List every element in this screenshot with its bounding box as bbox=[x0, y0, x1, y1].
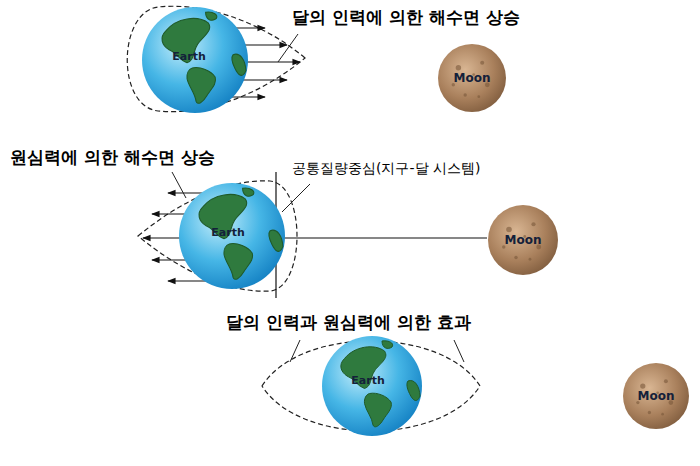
leader-line bbox=[290, 340, 300, 362]
moon-label: Moon bbox=[638, 389, 675, 403]
panel-caption: 원심력에 의한 해수면 상승 bbox=[10, 146, 215, 169]
ocean-disc bbox=[179, 183, 285, 289]
continent bbox=[232, 54, 246, 75]
earth-globe: Earth bbox=[322, 336, 422, 436]
crater bbox=[664, 379, 668, 383]
continent bbox=[199, 194, 247, 238]
crater bbox=[456, 65, 461, 70]
moon-disc bbox=[488, 205, 558, 275]
continent bbox=[206, 12, 217, 20]
moon-label: Moon bbox=[454, 71, 491, 85]
crater bbox=[506, 227, 512, 233]
continent bbox=[269, 230, 283, 251]
crater bbox=[529, 258, 532, 261]
moon-body: Moon bbox=[623, 363, 689, 429]
crater bbox=[661, 413, 664, 416]
continent bbox=[364, 393, 391, 427]
moon-label: Moon bbox=[505, 233, 542, 247]
earth-label: Earth bbox=[211, 226, 244, 239]
moon-body: Moon bbox=[438, 44, 506, 112]
continent bbox=[187, 68, 216, 104]
earth-label: Earth bbox=[172, 50, 205, 63]
crater bbox=[640, 383, 645, 388]
earth-label: Earth bbox=[351, 374, 384, 387]
moon-body: Moon bbox=[488, 205, 558, 275]
continent bbox=[224, 244, 253, 280]
ocean-disc bbox=[142, 7, 248, 113]
moon-disc bbox=[438, 44, 506, 112]
continent bbox=[407, 381, 420, 401]
panel-caption: 달의 인력에 의한 해수면 상승 bbox=[292, 6, 520, 29]
panel-caption: 달의 인력과 원심력에 의한 효과 bbox=[226, 311, 471, 334]
leader-line bbox=[172, 172, 186, 198]
ocean-disc bbox=[322, 336, 422, 436]
leader-line bbox=[282, 184, 310, 212]
crater bbox=[648, 411, 651, 414]
leader-line bbox=[454, 340, 464, 362]
earth-globe: Earth bbox=[179, 183, 285, 289]
crater bbox=[531, 222, 535, 226]
crater bbox=[477, 95, 480, 98]
centrifugal-bulge-outline bbox=[138, 181, 297, 291]
crater bbox=[480, 61, 484, 65]
crater bbox=[514, 256, 518, 260]
earth-globe: Earth bbox=[142, 7, 248, 113]
continent bbox=[382, 341, 393, 349]
continents bbox=[341, 341, 420, 427]
combined-bulge-outline bbox=[262, 341, 480, 431]
continents bbox=[199, 188, 283, 279]
moon-disc bbox=[623, 363, 689, 429]
continents bbox=[162, 12, 246, 103]
continent bbox=[341, 347, 386, 389]
leader-line bbox=[278, 34, 298, 62]
crater bbox=[464, 93, 467, 96]
barycenter-label: 공통질량중심(지구-달 시스템) bbox=[292, 160, 480, 178]
continent bbox=[243, 188, 254, 196]
continent bbox=[162, 18, 210, 62]
